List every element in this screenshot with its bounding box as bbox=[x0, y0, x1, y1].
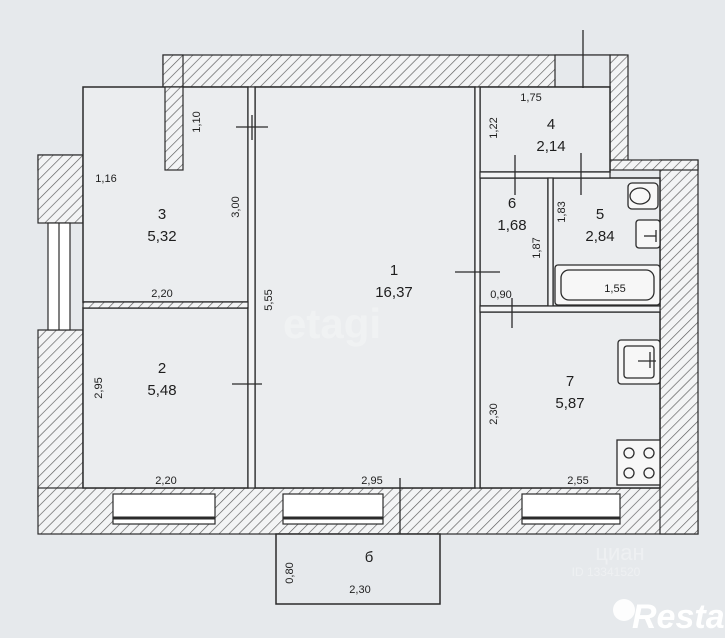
room-4-area bbox=[479, 86, 611, 173]
room-2-area bbox=[82, 307, 249, 489]
dim-1-87: 1,87 bbox=[531, 237, 543, 258]
fixtures bbox=[554, 182, 661, 486]
dim-1-55: 1,55 bbox=[604, 283, 625, 295]
room-3-number: 3 bbox=[158, 206, 166, 223]
dim-2-55: 2,55 bbox=[567, 475, 588, 487]
wall-left-bottom bbox=[37, 329, 84, 511]
room-1-area-value: 16,37 bbox=[375, 284, 413, 301]
room-6-area-value: 1,68 bbox=[497, 217, 526, 234]
restate-logo-text: Restate bbox=[632, 598, 725, 636]
room-1-number: 1 bbox=[390, 262, 398, 279]
windows bbox=[47, 54, 621, 525]
dimension-labels: 1,10 1,16 3,00 2,20 5,55 2,95 2,20 2,95 … bbox=[93, 92, 626, 596]
wall-top bbox=[162, 54, 626, 88]
dim-2-20-bottom: 2,20 bbox=[155, 475, 176, 487]
dim-2-20-top: 2,20 bbox=[151, 288, 172, 300]
interior bbox=[82, 86, 661, 489]
dim-2-30-right: 2,30 bbox=[488, 403, 500, 424]
wall-left-top bbox=[37, 154, 84, 224]
dim-1-16: 1,16 bbox=[95, 173, 116, 185]
wall-right-top bbox=[609, 54, 629, 166]
dim-2-30-balcony: 2,30 bbox=[349, 584, 370, 596]
room-5-area-value: 2,84 bbox=[585, 228, 614, 245]
balcony bbox=[275, 533, 441, 605]
cian-id-watermark: ID 13341520 bbox=[572, 565, 641, 579]
partitions bbox=[82, 86, 661, 489]
room-4-number: 4 bbox=[547, 116, 555, 133]
room-6-area bbox=[479, 177, 549, 307]
room-3-area-value: 5,32 bbox=[147, 228, 176, 245]
wall-right bbox=[659, 159, 699, 535]
etagi-watermark: etagi bbox=[283, 300, 381, 347]
dim-1-83: 1,83 bbox=[556, 201, 568, 222]
dim-2-95-left: 2,95 bbox=[93, 377, 105, 398]
restate-logo: Restate bbox=[613, 598, 725, 636]
bathroom-sink-icon bbox=[635, 219, 661, 249]
bathtub-icon bbox=[554, 264, 661, 306]
dim-0-90: 0,90 bbox=[490, 289, 511, 301]
dim-5-55: 5,55 bbox=[263, 289, 275, 310]
dim-1-22: 1,22 bbox=[488, 117, 500, 138]
dim-0-80: 0,80 bbox=[284, 562, 296, 583]
cian-watermark: циан bbox=[595, 540, 644, 565]
balcony-label: б bbox=[365, 549, 374, 566]
room-2-number: 2 bbox=[158, 360, 166, 377]
room-7-area-value: 5,87 bbox=[555, 395, 584, 412]
watermarks: etagi циан ID 13341520 Restate bbox=[283, 300, 725, 636]
dim-1-75: 1,75 bbox=[520, 92, 541, 104]
wall-right-step bbox=[609, 159, 699, 171]
dim-1-10: 1,10 bbox=[191, 111, 203, 132]
room-4-area-value: 2,14 bbox=[536, 138, 565, 155]
dim-3-00: 3,00 bbox=[230, 196, 242, 217]
room-labels: 1 16,37 2 5,48 3 5,32 4 2,14 5 2,84 6 1,… bbox=[147, 116, 614, 566]
toilet-icon bbox=[627, 182, 659, 210]
room-6-number: 6 bbox=[508, 195, 516, 212]
room-2-area-value: 5,48 bbox=[147, 382, 176, 399]
room-1-area bbox=[254, 86, 476, 489]
stove-icon bbox=[616, 439, 661, 486]
room-5-number: 5 bbox=[596, 206, 604, 223]
dim-2-95-bottom: 2,95 bbox=[361, 475, 382, 487]
kitchen-sink-icon bbox=[617, 339, 661, 385]
room-7-number: 7 bbox=[566, 373, 574, 390]
